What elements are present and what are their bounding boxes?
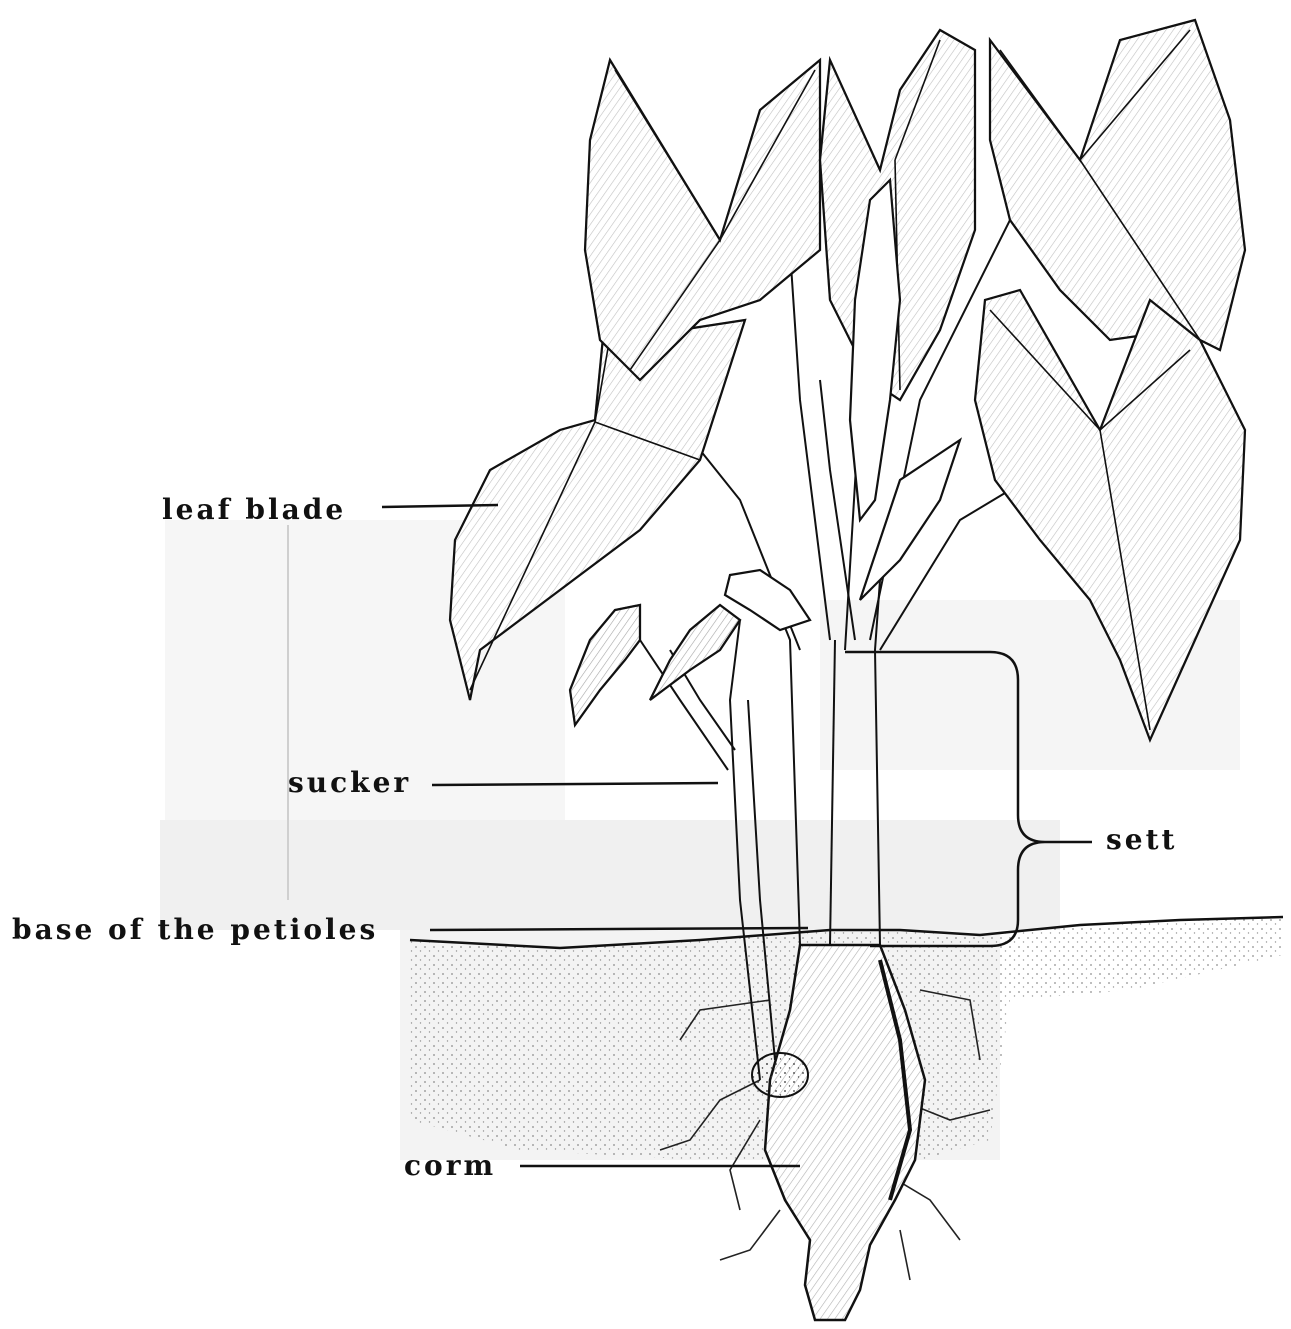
label-corm: corm	[404, 1152, 496, 1180]
label-leaf-blade: leaf blade	[162, 496, 346, 524]
label-sett: sett	[1106, 826, 1177, 854]
label-base-of-petioles: base of the petioles	[12, 916, 378, 944]
label-sucker: sucker	[288, 769, 411, 797]
